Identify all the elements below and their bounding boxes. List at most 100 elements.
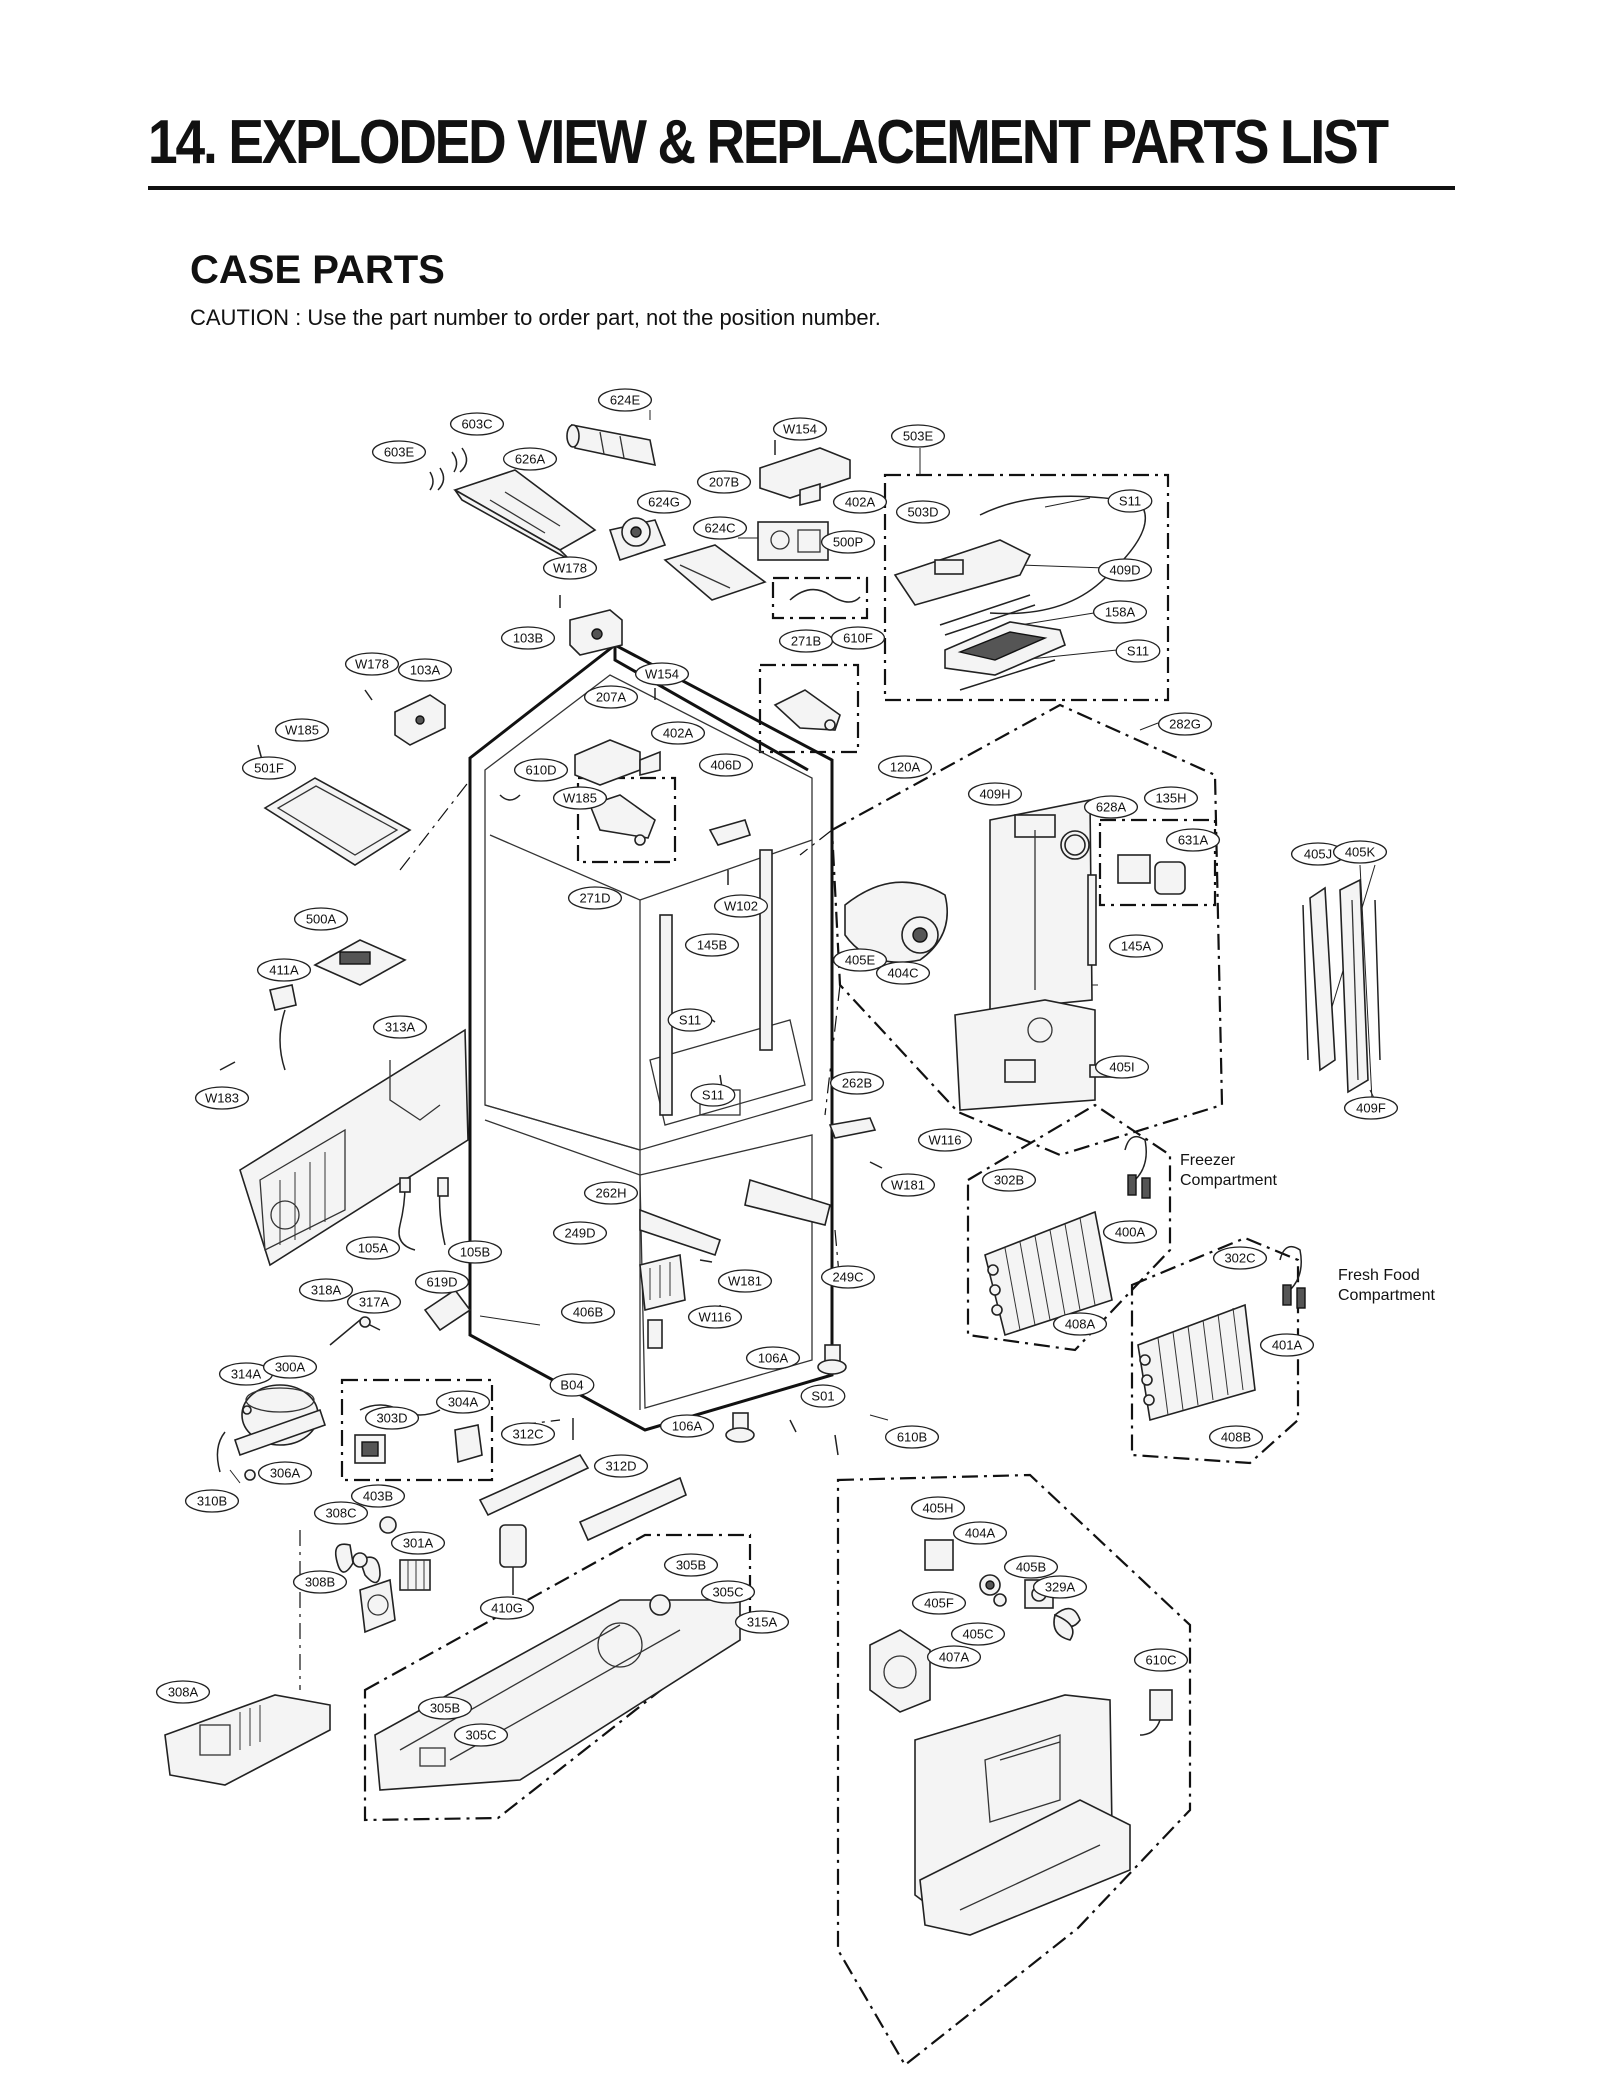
callout-text: 312D <box>605 1459 636 1474</box>
callout-text: 603E <box>384 445 415 460</box>
part-W183-screw <box>219 1061 236 1071</box>
callout-103b: 103B <box>500 626 556 650</box>
callout-500a: 500A <box>293 907 349 931</box>
callout-text: 282G <box>1169 717 1201 732</box>
callout-s11: S11 <box>1107 489 1153 513</box>
callout-306a: 306A <box>257 1461 313 1485</box>
part-271B-hinge <box>773 689 841 731</box>
parts-machine-room <box>164 1177 847 1786</box>
part-301A-fan-motor <box>399 1559 431 1591</box>
part-103B-block <box>569 609 623 656</box>
callout-text: W154 <box>783 422 817 437</box>
callout-407a: 407A <box>926 1645 982 1669</box>
part-S01-screw <box>789 1419 797 1433</box>
callout-text: 624C <box>704 521 735 536</box>
callout-315a: 315A <box>734 1610 790 1634</box>
callout-text: 405H <box>922 1501 953 1516</box>
callout-302b: 302B <box>981 1168 1037 1192</box>
callout-249d: 249D <box>552 1221 608 1245</box>
callout-text: 408B <box>1221 1430 1251 1445</box>
fresh-food-note-line2: Compartment <box>1338 1287 1435 1304</box>
callout-105b: 105B <box>447 1240 503 1264</box>
part-103A-block <box>394 694 446 746</box>
part-500P-pcb <box>757 521 829 561</box>
parts-left-upper <box>219 689 469 1267</box>
callout-text: 409H <box>979 787 1010 802</box>
callout-w178: W178 <box>344 652 400 676</box>
part-300A-compressor <box>233 1384 327 1457</box>
callout-318a: 318A <box>298 1278 354 1302</box>
callout-text: 500P <box>833 535 863 550</box>
part-407A-shroud <box>869 1629 931 1713</box>
callout-401a: 401A <box>1259 1333 1315 1357</box>
callout-text: 411A <box>269 963 299 978</box>
callout-w181: W181 <box>880 1173 936 1197</box>
callout-text: 315A <box>747 1615 778 1630</box>
callout-text: 262H <box>595 1186 626 1201</box>
part-624C-cover <box>663 544 767 601</box>
callout-303d: 303D <box>364 1406 420 1430</box>
page-title: 14. EXPLODED VIEW & REPLACEMENT PARTS LI… <box>148 108 1389 177</box>
callout-624e: 624E <box>597 388 653 412</box>
part-308A-base <box>164 1694 331 1786</box>
part-207B-cover <box>759 447 851 507</box>
callout-s11: S11 <box>667 1008 713 1032</box>
callout-text: W181 <box>728 1274 762 1289</box>
callout-631a: 631A <box>1165 828 1221 852</box>
callout-text: 308B <box>305 1575 335 1590</box>
callout-501f: 501F <box>241 756 297 780</box>
callout-text: 145A <box>1121 939 1152 954</box>
part-405E-auger-motor <box>844 881 949 963</box>
part-W181b-screw <box>699 1259 713 1263</box>
part-409H-duct-cover <box>989 799 1093 1011</box>
part-304A-overload <box>454 1424 483 1464</box>
callout-405h: 405H <box>910 1496 966 1520</box>
callout-w185: W185 <box>274 718 330 742</box>
callout-text: 318A <box>311 1283 342 1298</box>
callout-text: 135H <box>1155 791 1186 806</box>
callout-text: 409F <box>1356 1101 1386 1116</box>
callout-409h: 409H <box>967 782 1023 806</box>
callout-text: 207B <box>709 475 739 490</box>
parts-top <box>429 424 861 656</box>
callout-207b: 207B <box>696 470 752 494</box>
callout-411a: 411A <box>256 958 312 982</box>
callout-305b: 305B <box>663 1553 719 1577</box>
part-310B-pipe <box>216 1431 226 1473</box>
callout-text: 249D <box>564 1226 595 1241</box>
callout-262h: 262H <box>583 1181 639 1205</box>
part-405J-rail <box>1309 886 1336 1072</box>
callout-405f: 405F <box>911 1591 967 1615</box>
callout-628a: 628A <box>1083 795 1139 819</box>
hinge-271d-group <box>576 776 677 864</box>
callout-text: W154 <box>645 667 679 682</box>
callout-text: 304A <box>448 1395 479 1410</box>
callout-405c: 405C <box>950 1622 1006 1646</box>
callout-400a: 400A <box>1102 1220 1158 1244</box>
callout-304a: 304A <box>435 1390 491 1414</box>
callout-329a: 329A <box>1032 1575 1088 1599</box>
callout-text: W102 <box>724 899 758 914</box>
callout-text: 402A <box>663 726 694 741</box>
callout-text: 302C <box>1224 1251 1255 1266</box>
callout-603c: 603C <box>449 412 505 436</box>
callout-text: 610B <box>897 1430 927 1445</box>
callout-text: W185 <box>563 791 597 806</box>
callout-text: 624G <box>648 495 680 510</box>
callout-w116: W116 <box>687 1305 743 1329</box>
callout-w178: W178 <box>542 556 598 580</box>
part-158A-grille <box>944 621 1066 676</box>
callout-text: 303D <box>376 1411 407 1426</box>
callout-b04: B04 <box>549 1373 595 1397</box>
part-405I-fan-housing <box>954 999 1113 1111</box>
callout-text: 405I <box>1109 1060 1134 1075</box>
callout-s11: S11 <box>690 1083 736 1107</box>
callout-402a: 402A <box>832 490 888 514</box>
part-312C-cover <box>478 1453 590 1517</box>
callout-text: 405E <box>845 953 876 968</box>
callout-text: 409D <box>1109 563 1140 578</box>
part-313A-rear-panel <box>239 1028 469 1267</box>
part-W181a-screw <box>869 1161 883 1169</box>
part-S11-cable <box>979 495 1146 615</box>
callout-text: 312C <box>512 1427 543 1442</box>
